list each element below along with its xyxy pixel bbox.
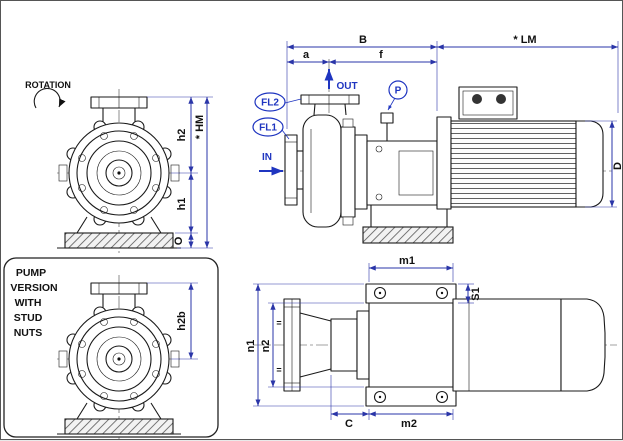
suction-flange	[284, 134, 298, 206]
in-label: IN	[262, 152, 272, 163]
bolt-plate-top	[365, 283, 457, 304]
equal-mark-bottom: =	[276, 365, 281, 375]
pump-version-note: PUMP VERSION WITH STUD NUTS	[10, 267, 57, 339]
dim-hm: * HM	[194, 115, 206, 139]
fl2-label: FL2	[261, 98, 279, 109]
front-view-dimensions: h2 * HM h1 O	[147, 96, 213, 249]
casing-top	[330, 318, 358, 372]
dim-s1: S1	[470, 287, 482, 300]
motor-body-top	[452, 298, 562, 392]
version-line-5: NUTS	[14, 327, 43, 339]
equal-mark-top: =	[276, 318, 281, 328]
terminal-box-knob	[496, 94, 506, 104]
discharge-flange-side	[300, 94, 360, 105]
motor-rear-top	[560, 298, 606, 392]
motor-endcap	[575, 120, 604, 208]
base-hatched	[362, 226, 454, 244]
dim-m2: m2	[401, 418, 417, 430]
support-legs	[76, 216, 162, 234]
adapter	[354, 134, 368, 210]
fl1-balloon	[252, 117, 284, 137]
volute-casing	[302, 114, 342, 228]
version-line-4: STUD	[14, 312, 43, 324]
dim-d: D	[612, 162, 623, 170]
rotation-label: ROTATION	[25, 80, 71, 90]
dim-f: f	[379, 49, 383, 61]
version-line-1: PUMP	[16, 267, 46, 279]
pump-front-view	[57, 89, 183, 253]
stud-version-dimensions: h2b	[147, 282, 198, 360]
motor-body-finned	[450, 120, 577, 208]
out-label: OUT	[336, 81, 357, 92]
hub-circle	[105, 159, 133, 187]
rotation-indicator: ROTATION	[25, 80, 71, 109]
p-balloon	[388, 80, 408, 100]
pump-foot	[370, 204, 448, 228]
bracket-body-top	[368, 302, 454, 388]
pump-motor-top-view	[253, 283, 617, 407]
pump-motor-side-view	[279, 59, 613, 244]
version-line-3: WITH	[15, 297, 42, 309]
fl2-balloon	[254, 92, 286, 112]
adapter-top	[356, 310, 370, 380]
dim-a: a	[303, 49, 310, 61]
flange-bolt-holes	[78, 132, 160, 214]
rotation-arrow-icon	[33, 87, 66, 109]
dim-c: C	[345, 418, 353, 430]
bolt-plate-bottom	[365, 386, 457, 407]
dim-h2b: h2b	[176, 311, 188, 331]
dim-o: O	[173, 236, 185, 245]
dim-n2: n2	[260, 340, 272, 353]
fill-plug	[380, 112, 394, 124]
terminal-box-knob	[472, 94, 482, 104]
left-plug	[58, 164, 68, 182]
side-view-dimensions: B * LM a f OUT FL2 FL1 IN P D	[252, 34, 623, 208]
baseplate-hatched	[64, 232, 174, 249]
top-view-dimensions: m1 S1 n1 n2 = = C m2	[245, 255, 482, 430]
stud-version-frame	[3, 257, 219, 438]
pump-front-view-stud-nuts	[56, 274, 184, 440]
fl1-label: FL1	[259, 123, 277, 134]
motor-flange	[436, 116, 452, 210]
terminal-box	[458, 86, 518, 120]
dim-h2: h2	[176, 129, 188, 142]
bearing-frame	[366, 140, 438, 206]
dim-m1: m1	[399, 255, 415, 267]
dim-lm: * LM	[513, 34, 536, 46]
dim-b: B	[359, 34, 367, 46]
version-line-2: VERSION	[10, 282, 57, 294]
seal-housing	[340, 126, 356, 218]
dim-n1: n1	[245, 340, 257, 353]
p-label: P	[395, 86, 402, 97]
dim-h1: h1	[176, 198, 188, 211]
